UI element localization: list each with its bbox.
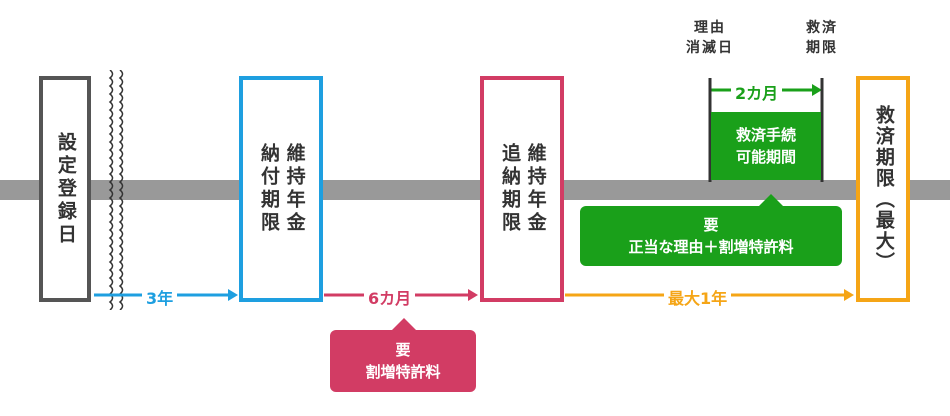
break-wave-icon bbox=[108, 70, 124, 310]
relief-deadline-line1: 救済 bbox=[806, 20, 838, 36]
late-payment-deadline-label: 維持年金 追納期限 bbox=[499, 143, 547, 235]
pink-callout-pointer-icon bbox=[390, 318, 418, 332]
green-callout-pointer-icon bbox=[757, 194, 785, 208]
relief-deadline-box: 救済期限（最大） bbox=[856, 76, 910, 302]
green-arrow-head-icon bbox=[812, 84, 822, 96]
surcharge-line1: 要 bbox=[395, 341, 411, 359]
three-years-label: 3年 bbox=[142, 285, 178, 309]
relief-deadline-marker-label: 救済 期限 bbox=[786, 18, 858, 58]
orange-arrow-head-icon bbox=[844, 289, 854, 301]
surcharge-line2: 割増特許料 bbox=[365, 363, 441, 381]
justified-reason-callout: 要 正当な理由＋割増特許料 bbox=[580, 206, 842, 266]
two-months-label: 2カ月 bbox=[731, 80, 783, 104]
pink-arrow-head-icon bbox=[468, 289, 478, 301]
six-months-label: 6カ月 bbox=[364, 285, 416, 309]
reason-ends-line1: 理由 bbox=[694, 20, 726, 36]
surcharge-callout: 要 割増特許料 bbox=[330, 330, 476, 392]
justified-line2: 正当な理由＋割増特許料 bbox=[628, 238, 794, 256]
timeline-band bbox=[0, 180, 950, 200]
relief-procedure-period-box: 救済手続 可能期間 bbox=[711, 112, 821, 180]
blue-arrow-head-icon bbox=[228, 289, 238, 301]
justified-line1: 要 bbox=[703, 216, 719, 234]
payment-deadline-label: 維持年金 納付期限 bbox=[258, 143, 306, 235]
late-payment-deadline-box: 維持年金 追納期限 bbox=[480, 76, 564, 302]
registration-date-label: 設定登録日 bbox=[54, 131, 77, 247]
registration-date-box: 設定登録日 bbox=[39, 76, 91, 302]
reason-ends-line2: 消滅日 bbox=[686, 40, 734, 56]
payment-deadline-box: 維持年金 納付期限 bbox=[239, 76, 323, 302]
reason-ends-marker-label: 理由 消滅日 bbox=[670, 18, 750, 58]
relief-procedure-line1: 救済手続 bbox=[735, 126, 796, 144]
relief-deadline-line2: 期限 bbox=[806, 40, 838, 56]
one-year-max-label: 最大1年 bbox=[664, 285, 732, 309]
relief-procedure-line2: 可能期間 bbox=[735, 148, 796, 166]
relief-deadline-label: 救済期限（最大） bbox=[872, 105, 895, 273]
